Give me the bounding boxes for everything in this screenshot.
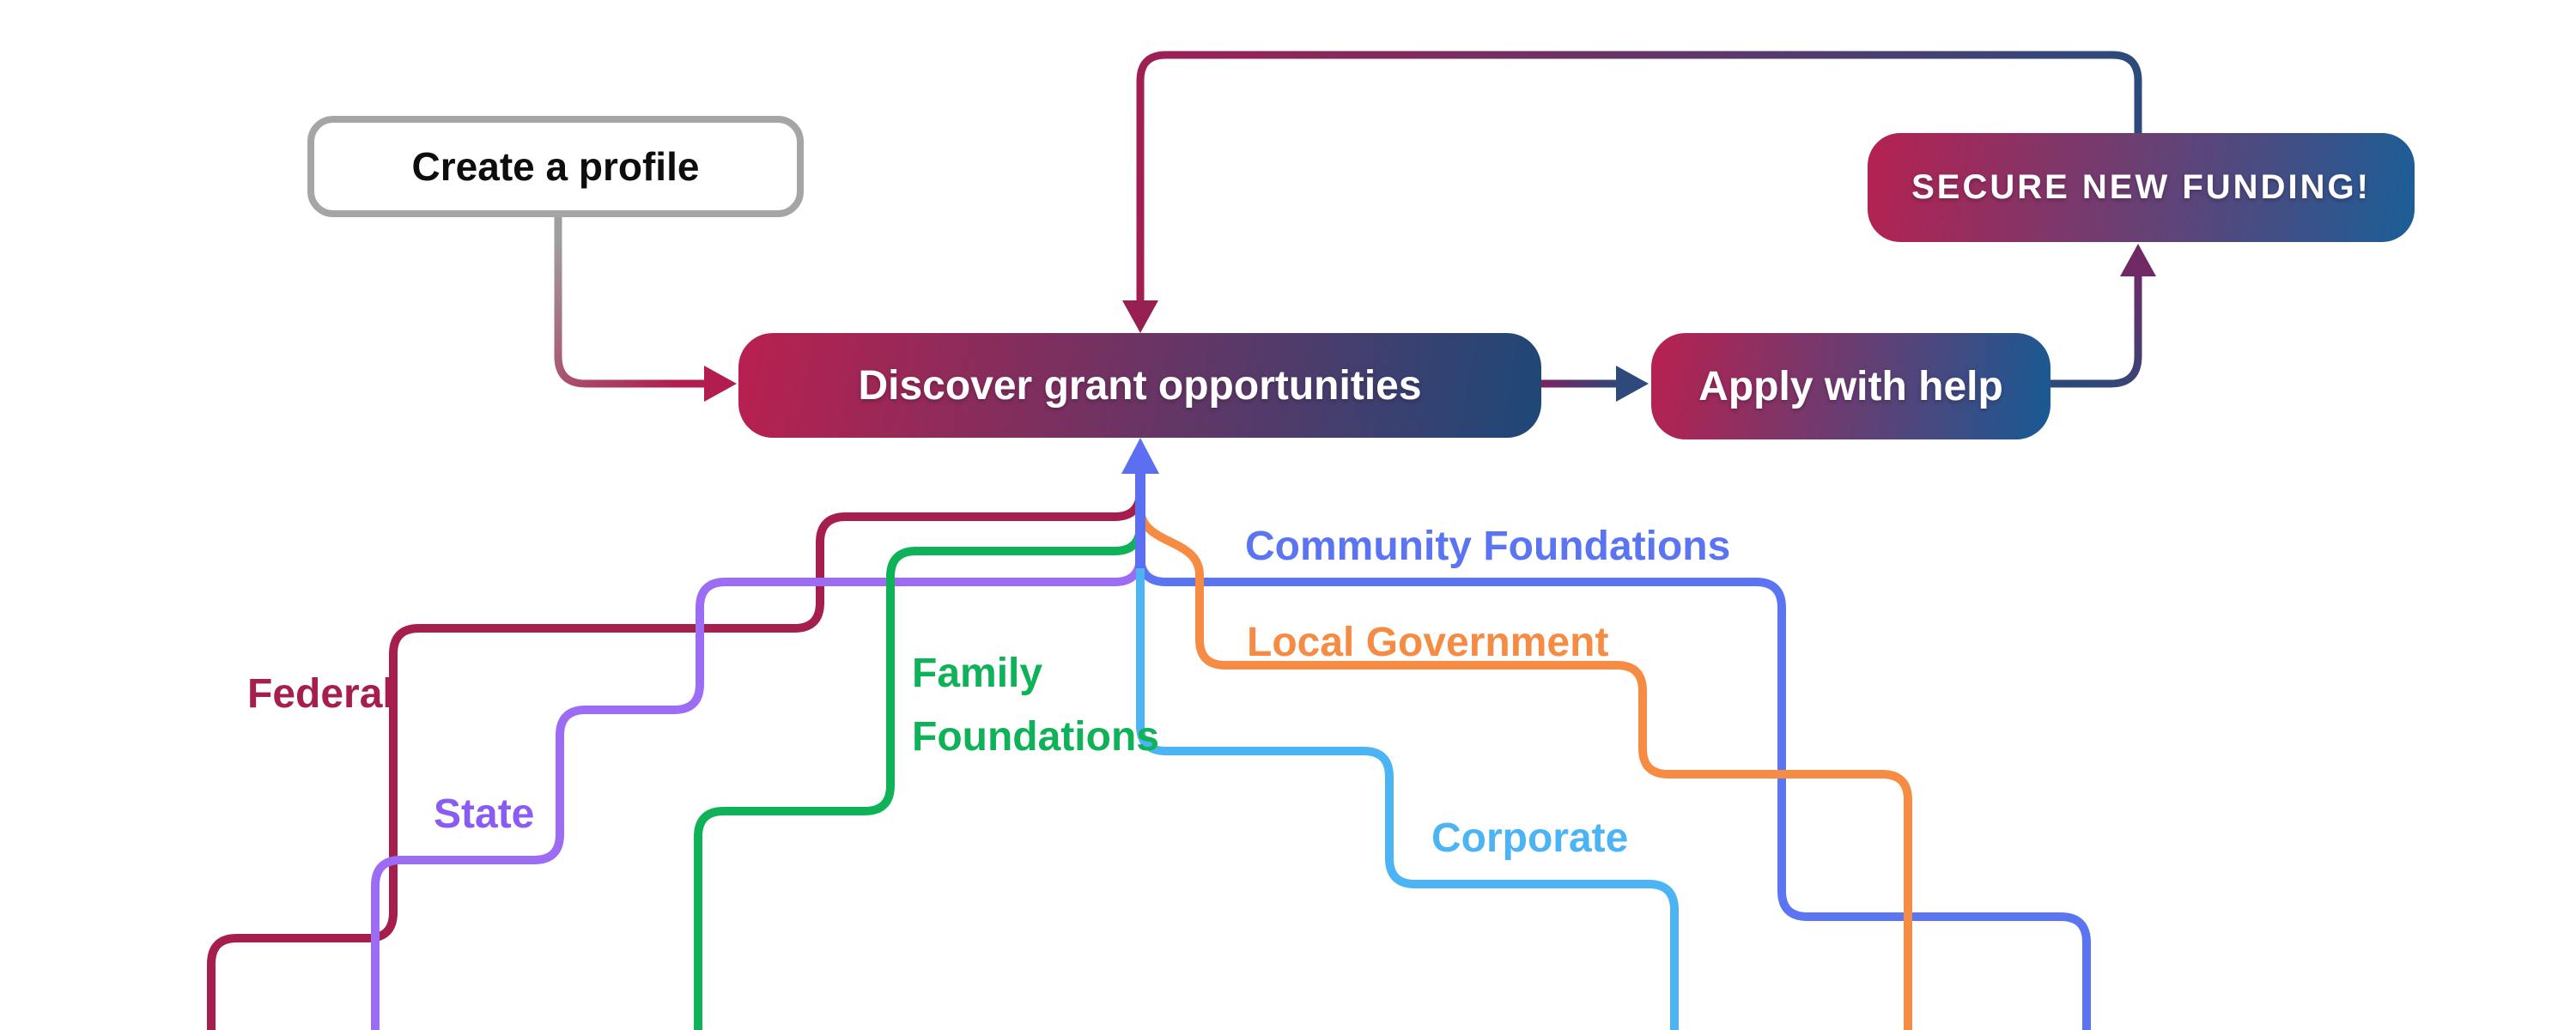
federal-label: Federal: [247, 671, 394, 717]
family-foundations-label: Family Foundations: [912, 651, 1159, 760]
secure-to-discover-loop-line: [1136, 51, 2142, 302]
create-profile-node: Create a profile: [307, 116, 804, 217]
apply-to-secure-arrowhead-icon: [2120, 244, 2156, 276]
discover-to-apply-arrowhead-icon: [1616, 366, 1649, 402]
local-government-line: [1136, 507, 1912, 1030]
secure-to-discover-arrowhead-icon: [1122, 300, 1158, 333]
sources-up-arrowhead-icon: [1121, 438, 1159, 474]
create-profile-label: Create a profile: [411, 144, 700, 189]
state-line: [371, 549, 1145, 1030]
discover-grants-label: Discover grant opportunities: [858, 362, 1422, 409]
secure-new-funding-node: SECURE NEW FUNDING!: [1868, 133, 2415, 242]
corporate-line: [1136, 549, 1679, 1030]
community-foundations-label: Community Foundations: [1245, 524, 1731, 569]
create-to-discover-arrowhead-icon: [704, 366, 737, 402]
community-foundations-line: [1136, 555, 2091, 1030]
apply-to-secure-line: [2050, 275, 2142, 388]
apply-with-help-node: Apply with help: [1651, 333, 2050, 439]
state-label: State: [434, 791, 535, 837]
federal-line: [207, 477, 1145, 1030]
create-to-discover-line: [554, 217, 708, 388]
family-foundations-line: [694, 515, 1145, 1030]
discover-grants-node: Discover grant opportunities: [738, 333, 1541, 438]
corporate-label: Corporate: [1431, 815, 1629, 861]
secure-new-funding-label: SECURE NEW FUNDING!: [1911, 168, 2371, 206]
apply-with-help-label: Apply with help: [1698, 363, 2003, 409]
local-government-label: Local Government: [1247, 620, 1609, 665]
